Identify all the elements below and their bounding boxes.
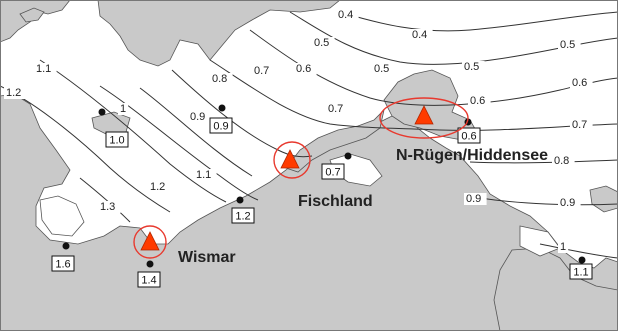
isoline-0-8	[171, 69, 618, 164]
isoline-labels: 0.4 0.4 0.5 0.5 0.5 0.5 0.6 0.6 0.6 0.7 0.7 0.7 0.8 0…	[4, 9, 593, 253]
isoline-label: 1.1	[36, 63, 51, 75]
isoline-label: 0.7	[572, 119, 587, 131]
station-box	[321, 163, 345, 180]
isoline-label: 1	[560, 241, 566, 253]
isoline-0-7	[209, 59, 618, 131]
station-box	[51, 255, 75, 272]
isoline-label: 0.4	[412, 29, 427, 41]
isoline-label-bg	[468, 95, 491, 107]
station-dot	[236, 196, 244, 204]
station-box	[137, 271, 161, 288]
isoline-label-bg	[462, 61, 485, 73]
isoline-label-bg	[336, 9, 359, 21]
site-ring	[133, 225, 167, 259]
isoline-label-bg	[570, 119, 593, 131]
land-top-middle	[97, 0, 341, 67]
isoline-label-bg	[558, 39, 581, 51]
station-value: 1.0	[109, 135, 124, 147]
station-value: 1.1	[573, 267, 588, 279]
site-label-nruegen: N-Rügen/Hiddensee	[396, 147, 548, 164]
isoline-label: 0.4	[338, 9, 353, 21]
isoline-label-bg	[558, 241, 569, 253]
isoline-label: 0.8	[554, 155, 569, 167]
land-islet-right	[589, 185, 618, 213]
isoline-label-bg	[4, 87, 27, 99]
isoline-label-bg	[326, 103, 349, 115]
isoline-0-9	[139, 87, 618, 206]
station-value: 1.2	[235, 211, 250, 223]
isoline-label-bg	[34, 63, 57, 75]
isoline-label: 0.7	[254, 65, 269, 77]
isoline-label: 0.5	[314, 37, 329, 49]
isoline-0-4	[339, 11, 618, 32]
isoline-label-bg	[552, 155, 575, 167]
isoline-label: 0.5	[560, 39, 575, 51]
isoline-label-bg	[570, 77, 593, 89]
site-label-fischland: Fischland	[298, 193, 373, 210]
station-value: 1.6	[55, 259, 70, 271]
inlet-wismar-bay	[39, 195, 85, 237]
station-value: 1.4	[141, 275, 156, 287]
isoline-label: 0.6	[470, 95, 485, 107]
station-dot	[146, 260, 154, 268]
isoline-label-bg	[118, 103, 129, 115]
isoline-label: 1.1	[196, 169, 211, 181]
isoline-label-bg	[194, 169, 217, 181]
stations: 1.0 0.9 0.7 0.6 1.2 1.6 1.4 1.1	[51, 104, 593, 288]
station-box	[209, 117, 233, 134]
isoline-label: 1.2	[150, 181, 165, 193]
isoline-label-bg	[312, 37, 335, 49]
land-islet-left	[19, 7, 45, 23]
site-triangle-marker	[414, 105, 434, 125]
site-ring	[273, 141, 311, 179]
isoline-label-bg	[464, 193, 487, 205]
isoline-label: 1	[120, 103, 126, 115]
isoline-label: 0.5	[374, 63, 389, 75]
isoline-label-bg	[558, 197, 581, 209]
isoline-label: 0.9	[560, 197, 575, 209]
isoline-label-bg	[294, 63, 317, 75]
isoline-label-bg	[252, 65, 275, 77]
station-box	[457, 127, 481, 144]
inlet-east	[519, 225, 561, 257]
site-triangle-marker	[140, 231, 160, 251]
station-box	[231, 207, 255, 224]
station-dot	[344, 152, 352, 160]
isoline-label-bg	[410, 29, 433, 41]
station-box	[569, 263, 593, 280]
site-triangle-marker	[280, 149, 300, 169]
isoline-label-bg	[148, 181, 171, 193]
isoline-label: 0.9	[190, 111, 205, 123]
isoline-label-bg	[210, 73, 233, 85]
station-value: 0.6	[461, 131, 476, 143]
station-box	[105, 131, 129, 148]
isoline-label: 1.2	[6, 87, 21, 99]
isoline-label: 0.6	[296, 63, 311, 75]
land-bottom-right	[493, 247, 618, 331]
isoline-1-2	[0, 85, 171, 213]
isoline-label: 0.8	[212, 73, 227, 85]
isoline-label: 0.6	[572, 77, 587, 89]
site-ring	[379, 97, 469, 139]
station-dot	[98, 108, 106, 116]
station-dot	[62, 242, 70, 250]
isoline-label-bg	[372, 63, 395, 75]
isoline-label: 0.5	[464, 61, 479, 73]
site-label-wismar: Wismar	[178, 249, 236, 266]
station-dot	[218, 104, 226, 112]
isoline-label: 0.9	[466, 193, 481, 205]
isoline-label-bg	[98, 201, 121, 213]
station-value: 0.7	[325, 167, 340, 179]
isoline-label-bg	[188, 111, 211, 123]
station-dot	[578, 256, 586, 264]
station-value: 0.9	[213, 121, 228, 133]
isoline-label: 0.7	[328, 103, 343, 115]
isoline-1-1	[39, 59, 227, 203]
isoline-1	[99, 85, 618, 259]
isoline-label: 1.3	[100, 201, 115, 213]
